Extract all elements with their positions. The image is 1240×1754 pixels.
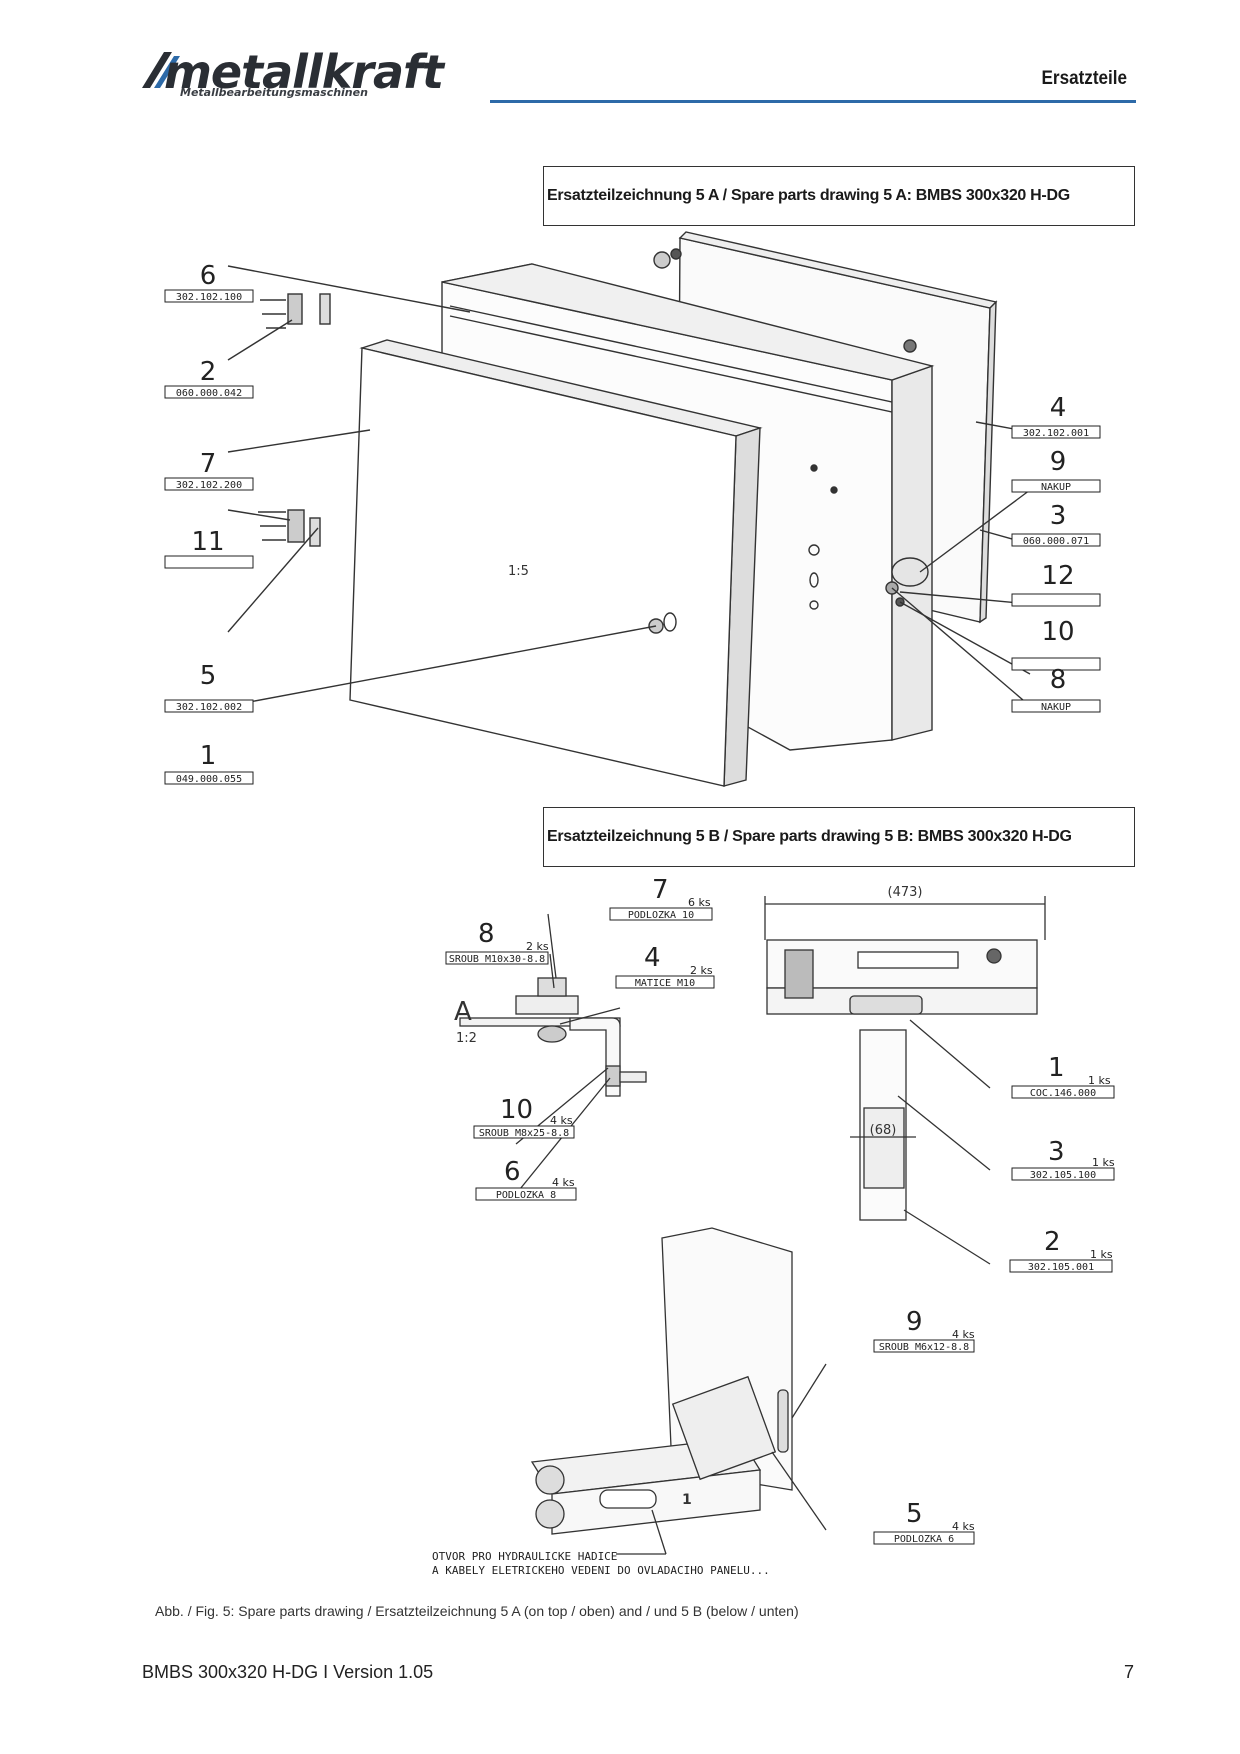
svg-text:6: 6 [504,1157,521,1187]
hose-note: OTVOR PRO HYDRAULICKE HADICE A KABELY EL… [432,1550,770,1577]
svg-text:6 ks: 6 ks [688,896,711,909]
svg-text:049.000.055: 049.000.055 [176,774,242,785]
svg-text:5: 5 [906,1499,923,1529]
svg-text:2: 2 [200,357,217,387]
svg-text:SROUB M6x12-8.8: SROUB M6x12-8.8 [879,1342,969,1353]
svg-text:302.102.100: 302.102.100 [176,292,242,303]
svg-text:4: 4 [644,943,661,973]
section-title: Ersatzteile [1041,68,1127,89]
svg-text:5: 5 [200,661,217,691]
svg-text:4 ks: 4 ks [552,1176,575,1189]
svg-text:A KABELY ELETRICKEHO VEDENI DO: A KABELY ELETRICKEHO VEDENI DO OVLADACIH… [432,1564,770,1577]
svg-text:302.102.001: 302.102.001 [1023,428,1089,439]
figure-caption: Abb. / Fig. 5: Spare parts drawing / Ers… [155,1603,799,1619]
svg-text:6: 6 [200,261,217,291]
svg-text:2 ks: 2 ks [526,940,549,953]
callout-a-3: 3 060.000.071 [1011,501,1101,547]
svg-text:302.105.001: 302.105.001 [1028,1262,1094,1273]
svg-text:12: 12 [1041,561,1074,591]
drawing-b-callouts: 7 6 ks PODLOZKA 10 8 2 ks SROUB M10x30-8… [432,875,1115,1577]
svg-text:4 ks: 4 ks [550,1114,573,1127]
svg-text:OTVOR PRO HYDRAULICKE HADICE: OTVOR PRO HYDRAULICKE HADICE [432,1550,617,1563]
svg-text:PODLOZKA 6: PODLOZKA 6 [894,1534,954,1545]
svg-text:COC.146.000: COC.146.000 [1030,1088,1096,1099]
callout-b-5: 5 4 ks PODLOZKA 6 [873,1499,975,1545]
svg-text:1 ks: 1 ks [1088,1074,1111,1087]
callout-a-7: 7 302.102.200 [164,449,254,491]
callout-b-10: 10 4 ks SROUB M8x25-8.8 [473,1095,575,1139]
drawing-b-illustration: A 1:2 (473) (68) 1 [454,885,1046,1555]
page-number: 7 [1124,1662,1135,1682]
svg-text:4 ks: 4 ks [952,1520,975,1533]
svg-text:9: 9 [906,1307,923,1337]
svg-text:3: 3 [1048,1137,1065,1167]
svg-text:7: 7 [652,875,669,905]
callout-b-2: 2 1 ks 302.105.001 [1009,1227,1113,1273]
detail-a-scale: 1:2 [456,1031,477,1046]
svg-text:3: 3 [1050,501,1067,531]
svg-text:10: 10 [1041,617,1074,647]
svg-text:7: 7 [200,449,217,479]
dim-width: (473) [888,885,923,900]
callout-b-8: 8 2 ks SROUB M10x30-8.8 [445,919,549,965]
svg-text:NAKUP: NAKUP [1041,702,1071,713]
callout-a-5: 5 302.102.002 [164,661,254,713]
dim-column: (68) [870,1123,897,1138]
footer-model-version: BMBS 300x320 H-DG I Version 1.05 [142,1662,434,1682]
callout-b-6: 6 4 ks PODLOZKA 8 [475,1157,577,1201]
callout-a-9: 9 NAKUP [1011,447,1101,493]
svg-text:302.102.200: 302.102.200 [176,480,242,491]
svg-text:1 ks: 1 ks [1090,1248,1113,1261]
brand-logo: metallkraft Metallbearbeitungsmaschinen [140,44,470,106]
svg-text:NAKUP: NAKUP [1041,482,1071,493]
svg-text:PODLOZKA 8: PODLOZKA 8 [496,1190,556,1201]
drawing-a-title: Ersatzteilzeichnung 5 A / Spare parts dr… [543,166,1135,226]
drawing-a-callouts: 6 302.102.100 2 060.000.042 7 302.102.20… [164,261,1101,785]
callout-a-6: 6 302.102.100 [164,261,254,303]
logo-wordmark: metallkraft [164,45,444,99]
svg-text:1 ks: 1 ks [1092,1156,1115,1169]
callout-a-1: 1 049.000.055 [164,741,254,785]
callout-b-9: 9 4 ks SROUB M6x12-8.8 [873,1307,975,1353]
svg-text:4: 4 [1050,393,1067,423]
callout-b-1: 1 1 ks COC.146.000 [1011,1053,1115,1099]
callout-a-11: 11 [164,527,254,569]
svg-text:4 ks: 4 ks [952,1328,975,1341]
callout-a-4: 4 302.102.001 [1011,393,1101,439]
svg-text:SROUB M10x30-8.8: SROUB M10x30-8.8 [449,954,545,965]
logo-mark-icon [142,52,180,88]
svg-text:10: 10 [500,1095,533,1125]
drawing-a-scale: 1:5 [508,564,529,579]
callout-b-7: 7 6 ks PODLOZKA 10 [609,875,713,921]
callout-b-4: 4 2 ks MATICE M10 [615,943,715,989]
logo-subtitle: Metallbearbeitungsmaschinen [180,86,368,99]
svg-text:1: 1 [200,741,217,771]
svg-text:PODLOZKA 10: PODLOZKA 10 [628,910,694,921]
svg-text:8: 8 [1050,665,1067,695]
callout-a-8: 8 NAKUP [1011,665,1101,713]
detail-a-label: A [454,997,472,1027]
svg-text:302.102.002: 302.102.002 [176,702,242,713]
drawing-a-illustration: 1:5 [227,231,1031,787]
svg-text:1: 1 [1048,1053,1065,1083]
svg-text:8: 8 [478,919,495,949]
svg-text:2 ks: 2 ks [690,964,713,977]
svg-text:060.000.071: 060.000.071 [1023,536,1089,547]
svg-text:MATICE M10: MATICE M10 [635,978,695,989]
callout-b-3: 3 1 ks 302.105.100 [1011,1137,1115,1181]
callout-a-2: 2 060.000.042 [164,357,254,399]
header-divider [490,100,1136,103]
drawing-b-title: Ersatzteilzeichnung 5 B / Spare parts dr… [543,807,1135,867]
svg-text:11: 11 [191,527,224,557]
callout-a-12: 12 [1011,561,1101,607]
arm-label: 1 [682,1492,692,1508]
callout-a-10: 10 [1011,617,1101,671]
svg-text:060.000.042: 060.000.042 [176,388,242,399]
svg-text:SROUB M8x25-8.8: SROUB M8x25-8.8 [479,1128,569,1139]
svg-text:302.105.100: 302.105.100 [1030,1170,1096,1181]
svg-text:2: 2 [1044,1227,1061,1257]
svg-text:9: 9 [1050,447,1067,477]
